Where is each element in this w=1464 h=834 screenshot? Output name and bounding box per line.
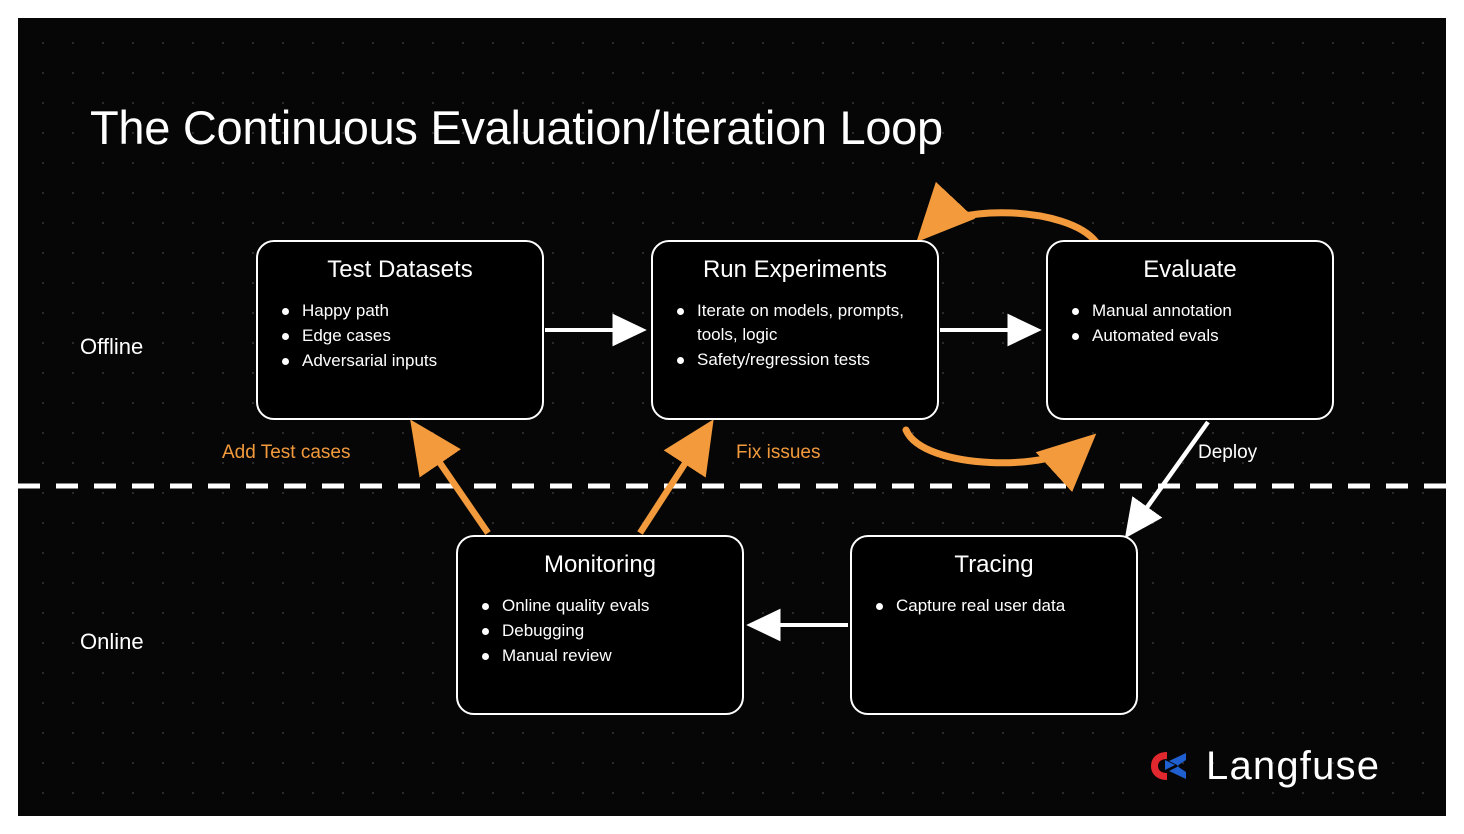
node-bullet-list: Capture real user data bbox=[852, 594, 1136, 618]
node-tracing[interactable]: Tracing Capture real user data bbox=[850, 535, 1138, 715]
node-test-datasets[interactable]: Test Datasets Happy path Edge cases Adve… bbox=[256, 240, 544, 420]
node-monitoring[interactable]: Monitoring Online quality evals Debuggin… bbox=[456, 535, 744, 715]
arrow-evaluate-to-tracing-deploy bbox=[1124, 420, 1210, 539]
node-bullet-list: Manual annotation Automated evals bbox=[1048, 299, 1332, 348]
arrow-run-experiments-to-evaluate-bottom bbox=[902, 426, 1097, 493]
node-title: Test Datasets bbox=[327, 256, 473, 283]
node-title: Run Experiments bbox=[702, 256, 888, 283]
lane-label-online: Online bbox=[80, 629, 144, 654]
list-item: Safety/regression tests bbox=[673, 348, 923, 372]
edge-label-add-test-cases: Add Test cases bbox=[222, 442, 351, 463]
node-title: Evaluate bbox=[1143, 256, 1237, 283]
list-item: Iterate on models, prompts, tools, logic bbox=[673, 299, 923, 347]
node-title: Monitoring bbox=[543, 551, 657, 578]
list-item: Debugging bbox=[478, 619, 728, 643]
list-item: Edge cases bbox=[278, 324, 528, 348]
arrow-evaluate-to-run-experiments-top bbox=[916, 181, 1100, 246]
edge-label-fix-issues: Fix issues bbox=[736, 442, 821, 463]
diagram-canvas: The Continuous Evaluation/Iteration Loop… bbox=[18, 18, 1446, 816]
node-run-experiments[interactable]: Run Experiments Iterate on models, promp… bbox=[651, 240, 939, 420]
node-bullet-list: Happy path Edge cases Adversarial inputs bbox=[258, 299, 542, 373]
node-bullet-list: Online quality evals Debugging Manual re… bbox=[458, 594, 742, 668]
list-item: Adversarial inputs bbox=[278, 349, 528, 373]
lane-label-offline: Offline bbox=[80, 334, 144, 359]
arrow-monitoring-to-test-datasets bbox=[410, 419, 491, 535]
langfuse-mark-icon bbox=[1151, 752, 1186, 780]
list-item: Manual annotation bbox=[1068, 299, 1318, 323]
arrow-monitoring-to-run-experiments bbox=[637, 419, 714, 535]
langfuse-wordmark: Langfuse bbox=[1206, 744, 1381, 788]
langfuse-logo: Langfuse bbox=[1146, 746, 1380, 786]
list-item: Automated evals bbox=[1068, 324, 1318, 348]
list-item: Manual review bbox=[478, 644, 728, 668]
list-item: Capture real user data bbox=[872, 594, 1122, 618]
edge-label-deploy: Deploy bbox=[1198, 442, 1258, 463]
node-bullet-list: Iterate on models, prompts, tools, logic… bbox=[653, 299, 937, 372]
node-title: Tracing bbox=[954, 551, 1034, 578]
page-title: The Continuous Evaluation/Iteration Loop bbox=[90, 101, 943, 154]
list-item: Online quality evals bbox=[478, 594, 728, 618]
node-evaluate[interactable]: Evaluate Manual annotation Automated eva… bbox=[1046, 240, 1334, 420]
list-item: Happy path bbox=[278, 299, 528, 323]
